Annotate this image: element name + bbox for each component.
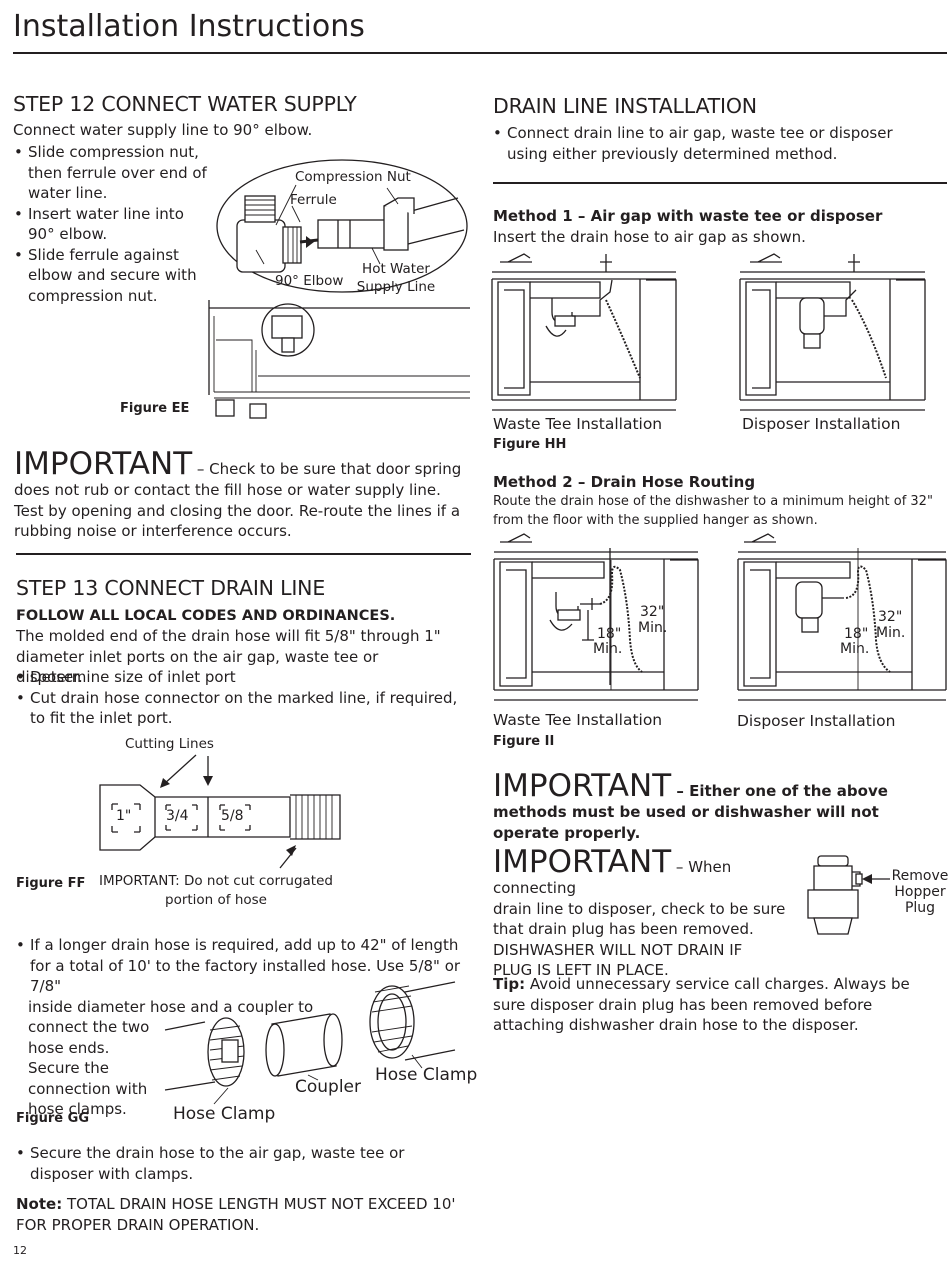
step13-heading: STEP 13 CONNECT DRAIN LINE: [16, 576, 326, 600]
left-section-rule: [16, 553, 471, 555]
important3-word: IMPORTANT: [493, 844, 672, 880]
secure-hose-bullet: Secure the drain hose to the air gap, wa…: [16, 1143, 456, 1184]
method2-title: Method 2 – Drain Hose Routing: [493, 473, 756, 491]
ii-disposer-32: 32": [878, 609, 903, 625]
step12-bullet-2: Insert water line into 90° elbow.: [14, 204, 214, 245]
label-compression-nut: Compression Nut: [295, 169, 411, 185]
method1-title: Method 1 – Air gap with waste tee or dis…: [493, 207, 883, 225]
step13-bullets: Determine size of inlet port Cut drain h…: [16, 667, 476, 729]
important-door-spring: IMPORTANT – Check to be sure that door s…: [14, 448, 474, 542]
drain-bullet: Connect drain line to air gap, waste tee…: [493, 123, 923, 164]
figure-ff-caption: Figure FF: [16, 876, 86, 891]
label-hose-clamp-left: Hose Clamp: [173, 1104, 276, 1124]
tip-paragraph: Tip: Avoid unnecessary service call char…: [493, 974, 933, 1036]
hose-cut-note: IMPORTANT: Do not cut corrugated portion…: [99, 873, 333, 908]
size-3-4: 3/4: [166, 808, 189, 824]
figure-ee-drawing: [208, 159, 470, 419]
step13-bullet-1: Determine size of inlet port: [16, 667, 476, 688]
step12-intro: Connect water supply line to 90° elbow.: [13, 121, 313, 139]
figure-hh-drawing: [491, 253, 926, 411]
longer-hose-line-2: connect the two: [28, 1018, 150, 1036]
page-title: Installation Instructions: [13, 9, 365, 44]
important3-line-4: DISHWASHER WILL NOT DRAIN IF: [493, 940, 743, 959]
label-elbow: 90° Elbow: [275, 273, 344, 289]
important2-word: IMPORTANT: [493, 768, 672, 804]
hopper-plug-drawing: [807, 855, 890, 935]
drain-heading: DRAIN LINE INSTALLATION: [493, 94, 757, 118]
remove-hopper-plug-label: Remove Hopper Plug: [890, 868, 950, 916]
longer-hose-paragraph: If a longer drain hose is required, add …: [16, 935, 466, 1120]
size-5-8: 5/8: [221, 808, 244, 824]
label-hot-water-supply: Hot Water Supply Line: [356, 261, 436, 295]
title-rule: [13, 52, 947, 54]
label-ferrule: Ferrule: [290, 192, 337, 208]
longer-hose-line-5: connection with: [28, 1079, 148, 1098]
ii-disposer-label: Disposer Installation: [737, 712, 896, 730]
label-cutting-lines: Cutting Lines: [125, 736, 214, 752]
ii-disposer-18: 18": [844, 626, 869, 642]
label-hose-clamp-right: Hose Clamp: [375, 1065, 478, 1085]
note-label: Note:: [16, 1195, 63, 1213]
note-drain-hose: Note: TOTAL DRAIN HOSE LENGTH MUST NOT E…: [16, 1194, 466, 1235]
important3-line-1: – When connecting: [493, 858, 732, 897]
ii-disposer-32-min: Min.: [876, 625, 906, 641]
important-disposer: IMPORTANT – When connecting drain line t…: [493, 846, 813, 981]
longer-hose-line-4: Secure the: [28, 1059, 109, 1077]
figure-ii-drawing: [493, 533, 947, 701]
ii-waste-tee-label: Waste Tee Installation: [493, 711, 663, 729]
step12-bullets: Slide compression nut, then ferrule over…: [14, 142, 214, 306]
important-door-spring-text: – Check to be sure that door spring does…: [14, 460, 462, 540]
important3-line-3: that drain plug has been removed.: [493, 920, 754, 938]
figure-ee-caption: Figure EE: [120, 401, 190, 416]
longer-hose-lines: inside diameter hose and a coupler to co…: [16, 997, 466, 1120]
right-section-rule: [493, 182, 947, 184]
remove-hopper-line-2: Hopper: [894, 884, 946, 900]
drain-bullet-text: Connect drain line to air gap, waste tee…: [493, 123, 923, 164]
tip-label: Tip:: [493, 975, 526, 993]
figure-hh-caption: Figure HH: [493, 437, 567, 452]
important3-line-5: PLUG IS LEFT IN PLACE.: [493, 961, 669, 979]
step12-bullet-1: Slide compression nut, then ferrule over…: [14, 142, 214, 204]
method1-text: Insert the drain hose to air gap as show…: [493, 228, 806, 246]
important3-line-2: drain line to disposer, check to be sure: [493, 899, 786, 918]
figure-gg-drawing: [164, 981, 456, 1105]
figure-ff-drawing: [99, 754, 341, 869]
figure-gg-caption: Figure GG: [16, 1111, 89, 1126]
label-coupler: Coupler: [295, 1077, 362, 1097]
hh-disposer-label: Disposer Installation: [742, 415, 901, 433]
step13-codes: FOLLOW ALL LOCAL CODES AND ORDINANCES.: [16, 608, 396, 624]
ii-waste-18-min: Min.: [593, 641, 623, 657]
longer-hose-line-3: hose ends.: [28, 1038, 110, 1057]
important-methods-text: – Either one of the above methods must b…: [493, 782, 888, 842]
ii-disposer-18-min: Min.: [840, 641, 870, 657]
secure-hose-text: Secure the drain hose to the air gap, wa…: [16, 1143, 456, 1184]
page-number: 12: [13, 1244, 27, 1257]
size-1-inch: 1": [116, 808, 132, 824]
longer-hose-line-6: hose clamps.: [28, 1100, 127, 1118]
tip-text: Avoid unnecessary service call charges. …: [493, 975, 910, 1034]
important-methods: IMPORTANT – Either one of the above meth…: [493, 770, 933, 843]
note-text: TOTAL DRAIN HOSE LENGTH MUST NOT EXCEED …: [16, 1195, 456, 1234]
figure-ii-caption: Figure II: [493, 734, 555, 749]
remove-hopper-line-3: Plug: [904, 900, 936, 916]
ii-waste-18: 18": [597, 626, 622, 642]
longer-hose-first: If a longer drain hose is required, add …: [16, 935, 466, 997]
ii-waste-32: 32": [640, 604, 665, 620]
step13-bullet-2: Cut drain hose connector on the marked l…: [16, 688, 476, 729]
step12-heading: STEP 12 CONNECT WATER SUPPLY: [13, 92, 357, 116]
ii-waste-32-min: Min.: [638, 620, 668, 636]
method2-text: Route the drain hose of the dishwasher t…: [493, 494, 933, 528]
longer-hose-line-1: inside diameter hose and a coupler to: [28, 997, 314, 1016]
important-word: IMPORTANT: [14, 446, 193, 482]
hh-waste-tee-label: Waste Tee Installation: [493, 415, 663, 433]
step12-bullet-3: Slide ferrule against elbow and secure w…: [14, 245, 214, 307]
remove-hopper-line-1: Remove: [891, 868, 949, 884]
